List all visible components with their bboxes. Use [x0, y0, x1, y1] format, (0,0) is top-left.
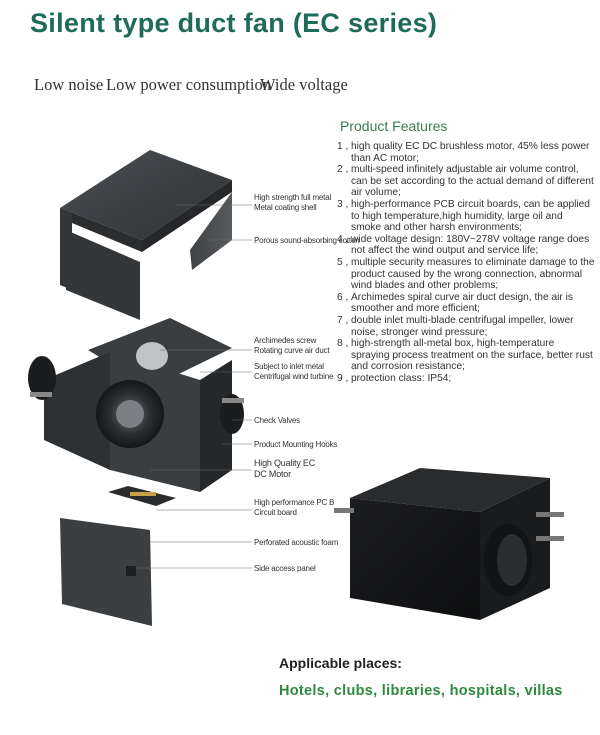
callout-foam: Perforated acoustic foam: [254, 538, 339, 547]
feature-text: multi-speed infinitely adjustable air vo…: [351, 164, 594, 199]
feature-item: 6 ,Archimedes spiral curve air duct desi…: [337, 292, 595, 315]
callout-pcb-line2: Circuit board: [254, 507, 297, 517]
feature-text: high-strength all-metal box, high-temper…: [351, 338, 593, 373]
product-features-heading: Product Features: [340, 118, 448, 134]
page-title: Silent type duct fan (EC series): [30, 8, 438, 38]
callout-shell: High strength full metal Metal coating s…: [254, 193, 331, 212]
fan-housing: [28, 318, 244, 492]
callout-pcb: High performance PC B Circuit board: [254, 498, 334, 517]
tagline-low-power: Low power consumption: [106, 75, 271, 94]
feature-item: 1 ,high quality EC DC brushless motor, 4…: [337, 141, 595, 164]
feature-item: 9 ,protection class: IP54;: [337, 373, 595, 385]
feature-item: 8 ,high-strength all-metal box, high-tem…: [337, 338, 595, 373]
callout-motor-line2: DC Motor: [254, 469, 291, 479]
feature-item: 3 ,high-performance PCB circuit boards, …: [337, 199, 595, 234]
pcb-board: [108, 486, 176, 506]
applicable-heading: Applicable places:: [279, 655, 402, 671]
callout-screw-line1: Archimedes screw: [254, 336, 317, 345]
applicable-places: Hotels, clubs, libraries, hospitals, vil…: [279, 683, 563, 699]
feature-text: double inlet multi-blade centrifugal imp…: [351, 314, 574, 338]
feature-number: 3 ,: [337, 198, 349, 210]
feature-text: high-performance PCB circuit boards, can…: [351, 198, 590, 234]
feature-number: 6 ,: [337, 291, 349, 303]
callout-motor-line1: High Quality EC: [254, 458, 316, 468]
callout-cotton: Porous sound-absorbing cotton: [254, 236, 360, 245]
tagline-wide-voltage: Wide voltage: [260, 75, 348, 94]
feature-text: protection class: IP54;: [351, 372, 452, 384]
feature-text: high quality EC DC brushless motor, 45% …: [351, 141, 590, 164]
callout-shell-line2: Metal coating shell: [254, 202, 317, 212]
callout-inlet-line1: Subject to inlet metal: [254, 362, 324, 371]
callout-hooks: Product Mounting Hooks: [254, 440, 338, 449]
feature-item: 4 ,wide voltage design: 180V~278V voltag…: [337, 234, 595, 257]
side-access-panel: [60, 518, 152, 626]
callout-screw-line2: Rotating curve air duct: [254, 345, 330, 355]
feature-text: multiple security measures to eliminate …: [351, 256, 595, 292]
feature-number: 1 ,: [337, 141, 349, 152]
callout-panel: Side access panel: [254, 564, 316, 573]
feature-text: wide voltage design: 180V~278V voltage r…: [351, 233, 590, 257]
top-cover: [60, 150, 232, 320]
callout-motor: High Quality EC DC Motor: [254, 458, 315, 480]
tagline-low-noise: Low noise: [34, 75, 104, 94]
callout-inlet-line2: Centrifugal wind turbine: [254, 371, 334, 381]
feature-number: 7 ,: [337, 314, 349, 326]
feature-item: 2 ,multi-speed infinitely adjustable air…: [337, 164, 595, 199]
callout-shell-line1: High strength full metal: [254, 193, 332, 202]
feature-item: 5 ,multiple security measures to elimina…: [337, 257, 595, 292]
feature-text: Archimedes spiral curve air duct design,…: [351, 291, 573, 315]
feature-number: 5 ,: [337, 256, 349, 268]
feature-number: 8 ,: [337, 338, 349, 350]
callout-inlet: Subject to inlet metal Centrifugal wind …: [254, 362, 333, 381]
assembled-fan-unit: [334, 468, 564, 620]
callout-pcb-line1: High performance PC B: [254, 498, 335, 507]
feature-number: 4 ,: [337, 233, 349, 245]
feature-number: 9 ,: [337, 372, 349, 384]
callout-lines: [136, 204, 252, 569]
callout-valves: Check Valves: [254, 416, 300, 425]
product-features-list: 1 ,high quality EC DC brushless motor, 4…: [337, 141, 595, 384]
callout-screw: Archimedes screw Rotating curve air duct: [254, 336, 330, 355]
feature-item: 7 ,double inlet multi-blade centrifugal …: [337, 315, 595, 338]
feature-number: 2 ,: [337, 164, 349, 176]
